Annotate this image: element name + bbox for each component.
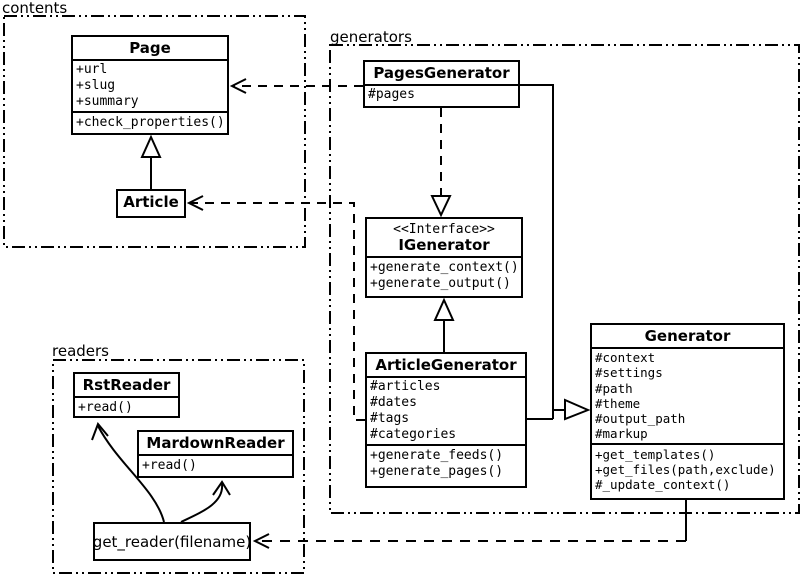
method-line: +generate_pages()	[370, 464, 504, 479]
method-line: +read()	[142, 458, 197, 473]
method-line: +generate_context()	[370, 260, 519, 275]
attribute-line: #settings	[595, 365, 663, 381]
class-rstreader: RstReader +read()	[73, 372, 180, 418]
class-articlegenerator-attributes: #articles #dates #tags #categories	[367, 378, 525, 446]
class-generator-methods: +get_templates() +get_files(path,exclude…	[592, 445, 783, 495]
class-igenerator-methods: +generate_context() +generate_output()	[367, 258, 521, 294]
class-generator-name: Generator	[592, 325, 783, 349]
class-page-attributes: +url +slug +summary	[73, 61, 227, 113]
package-label-contents: contents	[2, 0, 68, 17]
class-markdownreader: MardownReader +read()	[137, 430, 294, 478]
attribute-line: #tags	[370, 411, 410, 426]
class-pagesgenerator: PagesGenerator #pages	[363, 60, 520, 108]
attribute-line: #path	[595, 380, 633, 396]
package-label-readers: readers	[52, 342, 109, 360]
inheritance-arrow-generators-to-generator	[520, 84, 591, 421]
attribute-line: #theme	[595, 395, 641, 411]
attribute-line: #markup	[595, 426, 648, 442]
attribute-line: #articles	[370, 379, 441, 394]
inheritance-arrow-article-to-page	[140, 134, 162, 189]
attribute-line: #pages	[368, 87, 415, 102]
method-line: +generate_output()	[370, 276, 511, 291]
attribute-line: #dates	[370, 395, 417, 410]
class-generator-attributes: #context #settings #path #theme #output_…	[592, 349, 783, 445]
realization-arrow-pagesgenerator-to-igenerator	[430, 108, 452, 218]
class-page: Page +url +slug +summary +check_properti…	[71, 35, 229, 135]
attribute-line: +summary	[76, 94, 139, 109]
class-generator: Generator #context #settings #path #them…	[590, 323, 785, 500]
class-pagesgenerator-attributes: #pages	[365, 86, 518, 104]
class-articlegenerator: ArticleGenerator #articles #dates #tags …	[365, 352, 527, 488]
attribute-line: +url	[76, 62, 108, 77]
method-line: +read()	[78, 400, 133, 415]
class-markdownreader-methods: +read()	[139, 456, 292, 476]
class-article: Article	[116, 189, 186, 218]
class-rstreader-methods: +read()	[75, 398, 178, 416]
arrow-getreader-to-markdownreader	[180, 480, 231, 523]
class-articlegenerator-methods: +generate_feeds() +generate_pages()	[367, 446, 525, 482]
inheritance-arrow-articlegenerator-to-igenerator	[433, 297, 455, 352]
class-article-name: Article	[123, 193, 179, 211]
package-border-generators	[329, 44, 800, 514]
attribute-line: #categories	[370, 427, 457, 442]
attribute-line: +slug	[76, 78, 116, 93]
class-igenerator: <<Interface>> IGenerator +generate_conte…	[365, 217, 523, 298]
class-pagesgenerator-name: PagesGenerator	[365, 62, 518, 86]
attribute-line: #context	[595, 350, 656, 365]
method-line: #_update_context()	[595, 477, 731, 493]
class-igenerator-title: <<Interface>> IGenerator	[367, 219, 521, 258]
class-igenerator-name: IGenerator	[398, 236, 490, 254]
attribute-line: #output_path	[595, 411, 686, 427]
method-line: +get_templates()	[595, 446, 716, 462]
class-articlegenerator-name: ArticleGenerator	[367, 354, 525, 378]
class-igenerator-stereotype: <<Interface>>	[393, 222, 495, 237]
package-border-readers	[52, 359, 305, 574]
package-label-generators: generators	[330, 28, 412, 46]
package-border-contents	[3, 15, 306, 248]
node-get-reader-label: get_reader(filename)	[93, 532, 251, 551]
dependency-arrow-pagesgenerator-to-page	[229, 78, 363, 94]
class-markdownreader-name: MardownReader	[139, 432, 292, 456]
class-page-methods: +check_properties()	[73, 113, 227, 133]
method-line: +get_files(path,exclude)	[595, 462, 776, 478]
dependency-arrow-generator-to-getreader	[252, 500, 687, 549]
class-rstreader-name: RstReader	[75, 374, 178, 398]
method-line: +check_properties()	[76, 115, 225, 130]
dependency-arrow-articlegenerator-to-article	[186, 195, 365, 421]
class-page-name: Page	[73, 37, 227, 61]
method-line: +generate_feeds()	[370, 448, 504, 463]
arrow-getreader-to-rstreader	[91, 422, 165, 523]
node-get-reader: get_reader(filename)	[93, 522, 251, 561]
